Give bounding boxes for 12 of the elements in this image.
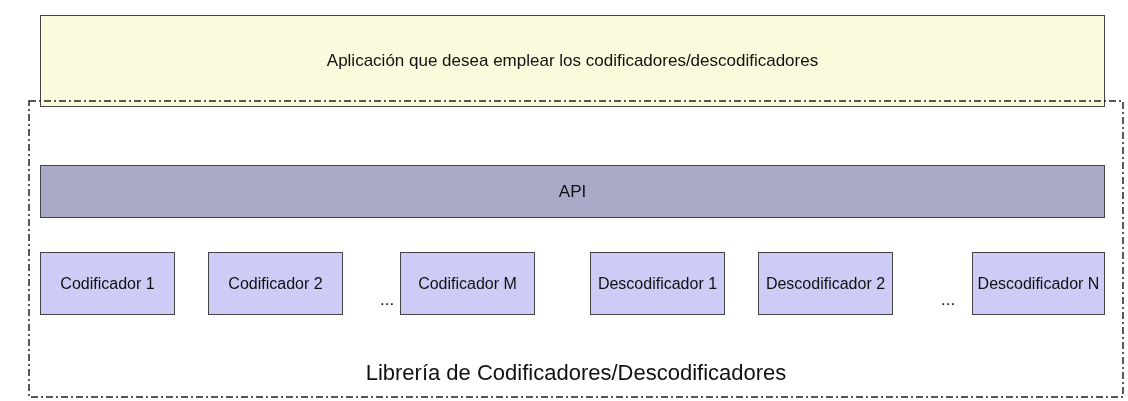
- ellipsis-text: ...: [941, 290, 956, 310]
- ellipsis-text: ...: [380, 290, 395, 310]
- encoder-box: Codificador 1: [40, 252, 175, 315]
- encoder-box: Codificador 2: [208, 252, 343, 315]
- decoder-box: Descodificador 2: [758, 252, 893, 315]
- decoder-box: Descodificador 1: [590, 252, 725, 315]
- app-box: Aplicación que desea emplear los codificadores/descodificadores: [40, 15, 1105, 107]
- library-region: [28, 100, 1124, 398]
- region-title: Librería de Codificadores/Descodificadores: [364, 360, 788, 386]
- encoder-box: Codificador M: [400, 252, 535, 315]
- api-bar: API: [40, 165, 1105, 218]
- decoder-box: Descodificador N: [972, 252, 1105, 315]
